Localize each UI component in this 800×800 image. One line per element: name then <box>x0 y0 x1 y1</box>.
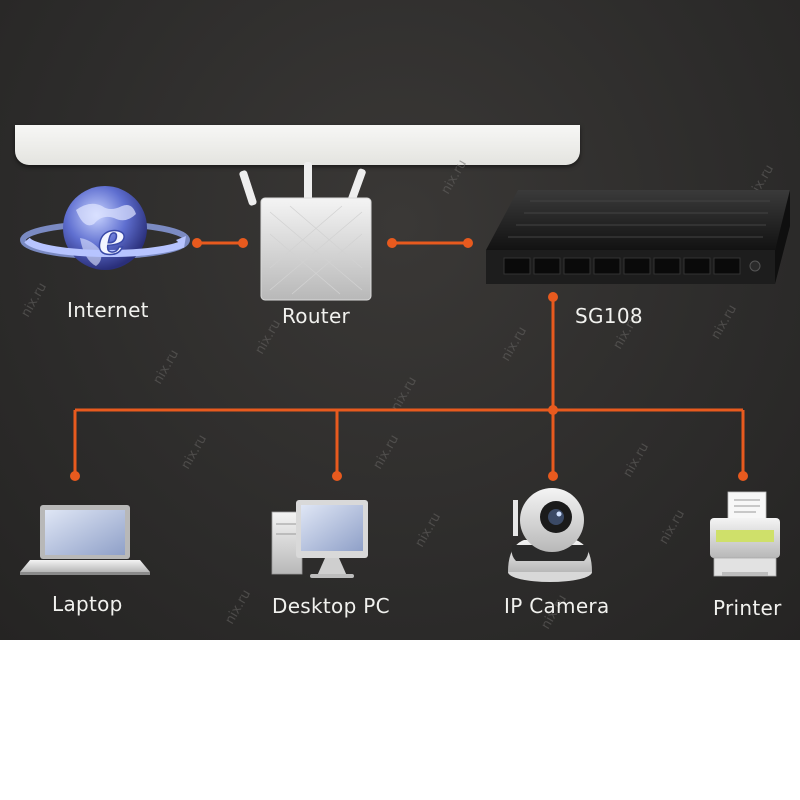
watermark: nix.ru <box>150 347 182 387</box>
watermark: nix.ru <box>708 302 740 342</box>
switch-icon <box>486 190 790 284</box>
diagram-panel <box>0 0 800 640</box>
laptop-icon <box>20 505 150 575</box>
connection-dot <box>548 405 558 415</box>
connection-dot <box>463 238 473 248</box>
top-device-edge <box>15 125 580 165</box>
watermark: nix.ru <box>620 440 652 480</box>
connection-dot <box>238 238 248 248</box>
connection-dot <box>387 238 397 248</box>
watermark: nix.ru <box>656 507 688 547</box>
watermark: nix.ru <box>18 280 50 320</box>
svg-text:e: e <box>98 214 126 265</box>
connection-dot <box>548 471 558 481</box>
connection-dot <box>70 471 80 481</box>
connection-dots <box>70 238 748 481</box>
node-label-router: Router <box>282 304 351 328</box>
node-label-internet: Internet <box>67 298 149 322</box>
ip-camera-icon <box>508 488 592 582</box>
watermark: nix.ru <box>438 157 470 197</box>
watermark: nix.ru <box>178 432 210 472</box>
printer-icon <box>710 491 780 577</box>
connection-dot <box>738 471 748 481</box>
connection-dot <box>332 471 342 481</box>
node-label-camera: IP Camera <box>504 594 610 618</box>
watermark: nix.ru <box>412 510 444 550</box>
watermark: nix.ru <box>370 432 402 472</box>
node-label-laptop: Laptop <box>52 592 123 616</box>
router-icon <box>239 162 372 301</box>
watermark: nix.ru <box>388 374 420 414</box>
connection-dot <box>192 238 202 248</box>
globe-icon: e <box>20 186 190 270</box>
connection-dot <box>548 292 558 302</box>
watermark: nix.ru <box>252 317 284 357</box>
node-label-printer: Printer <box>713 596 782 620</box>
node-label-switch: SG108 <box>575 304 643 328</box>
watermark: nix.ru <box>498 324 530 364</box>
watermark: nix.ru <box>222 587 254 627</box>
node-label-desktop: Desktop PC <box>272 594 390 618</box>
connection-lines <box>73 241 745 476</box>
desktop-pc-icon <box>271 500 368 578</box>
